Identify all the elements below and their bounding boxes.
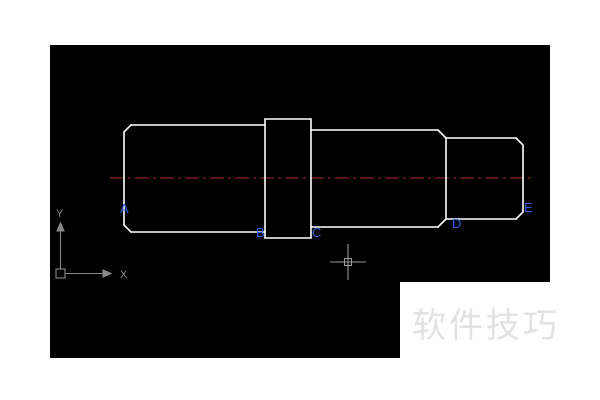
- ucs-y-label: Y: [56, 208, 64, 220]
- edge-chamfer-a-top: [123, 124, 132, 133]
- ucs-x-label: X: [120, 269, 128, 281]
- label-b: B: [256, 225, 265, 240]
- label-c: C: [312, 225, 321, 240]
- edge-chamfer-a-bottom: [123, 224, 132, 233]
- edge-chamfer-d-bottom: [437, 218, 447, 228]
- ucs-y-arrowhead: [56, 221, 65, 232]
- vertex-labels: A B C D E: [120, 200, 533, 240]
- edge-chamfer-d-top: [437, 129, 447, 139]
- crosshair-pickbox: [343, 257, 353, 267]
- ucs-icon[interactable]: [55, 221, 113, 279]
- watermark-panel: 软件技巧: [400, 282, 600, 400]
- label-a: A: [120, 201, 129, 216]
- ucs-axis-labels: Y X: [56, 208, 128, 281]
- edge-chamfer-e-bottom: [515, 211, 524, 220]
- crosshair-cursor[interactable]: [330, 244, 366, 280]
- label-d: D: [452, 216, 461, 231]
- watermark-text: 软件技巧: [412, 306, 560, 346]
- label-e: E: [524, 200, 533, 215]
- shaft-outline[interactable]: [123, 118, 524, 239]
- cad-drawing-svg[interactable]: A B C D E: [50, 45, 550, 358]
- cad-drawing-canvas[interactable]: A B C D E: [50, 45, 550, 358]
- ucs-origin-square: [55, 268, 66, 279]
- edge-chamfer-e-top: [515, 137, 524, 146]
- ucs-x-arrowhead: [102, 269, 113, 278]
